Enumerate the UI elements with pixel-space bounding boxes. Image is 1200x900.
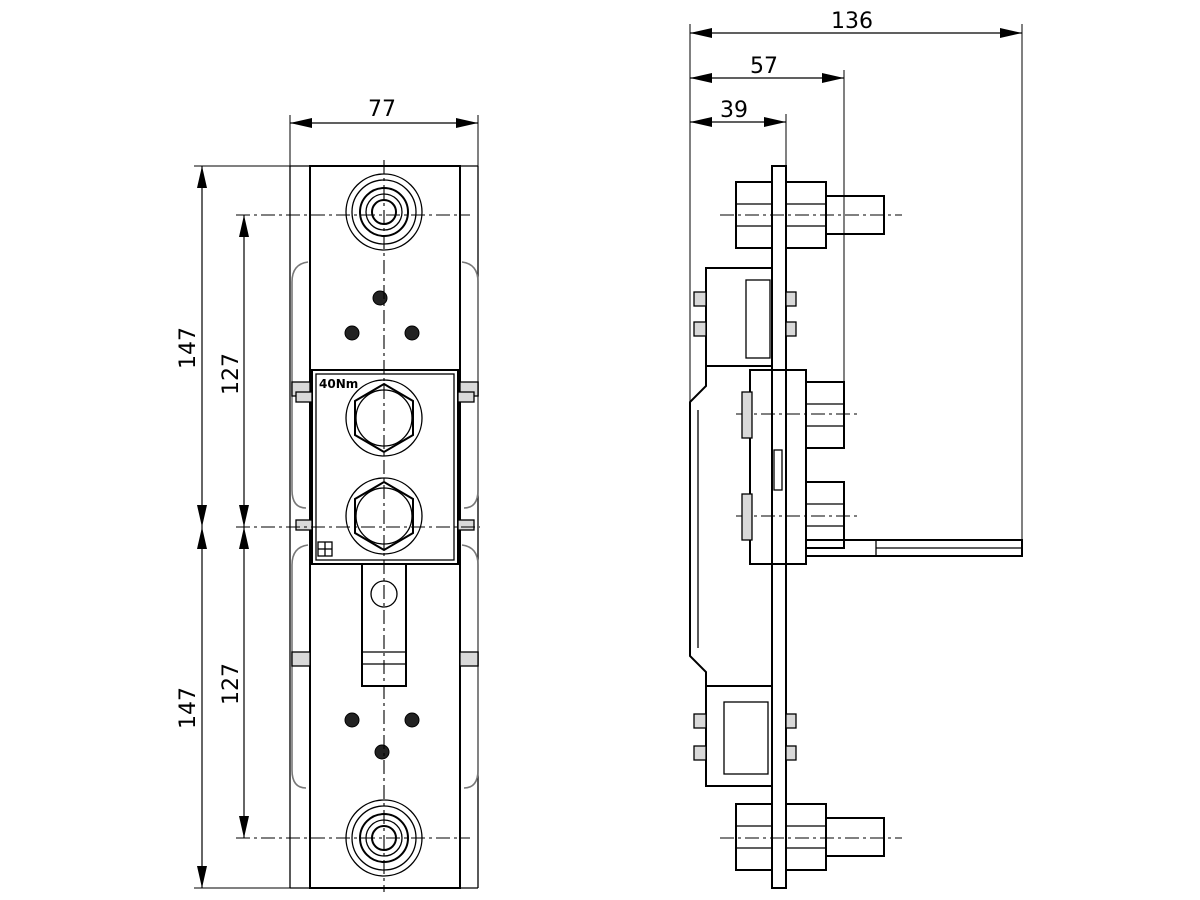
side-lower-bracket xyxy=(693,685,797,787)
svg-text:127: 127 xyxy=(219,353,244,395)
dim-side-mid: 57 xyxy=(690,54,845,382)
lower-bolt-bottom xyxy=(374,744,390,760)
svg-text:39: 39 xyxy=(720,98,748,123)
lower-bolt-right xyxy=(404,712,420,728)
side-lower-stud xyxy=(720,803,902,871)
svg-text:127: 127 xyxy=(219,663,244,705)
upper-bolt-left xyxy=(344,325,360,341)
svg-text:136: 136 xyxy=(831,9,873,34)
upper-bolt-top xyxy=(372,290,388,306)
dim-front-pitch-lower: 127 xyxy=(219,527,249,838)
side-handle xyxy=(805,539,1023,557)
lower-left-clip xyxy=(291,544,309,789)
dim-front-width: 77 xyxy=(289,97,479,166)
dim-front-height-upper: 147 xyxy=(176,165,310,527)
side-view: 136 57 39 xyxy=(689,9,1023,889)
side-main-plate xyxy=(771,165,787,889)
dim-side-total: 136 xyxy=(689,9,1023,540)
svg-text:147: 147 xyxy=(176,327,201,369)
side-upper-stud xyxy=(720,181,902,249)
side-upper-bracket xyxy=(693,267,797,367)
dim-front-pitch-upper: 127 xyxy=(219,215,249,527)
svg-text:147: 147 xyxy=(176,687,201,729)
dim-side-plate: 39 xyxy=(690,98,787,166)
lower-right-clip xyxy=(461,544,479,789)
upper-bolt-right xyxy=(404,325,420,341)
torque-label: 40Nm xyxy=(319,377,358,391)
front-view: 40Nm 77 xyxy=(176,97,480,892)
side-rail xyxy=(689,366,707,686)
marking-symbol xyxy=(317,541,333,557)
dim-front-height-lower: 147 xyxy=(176,527,310,889)
svg-text:77: 77 xyxy=(368,97,396,122)
svg-text:57: 57 xyxy=(750,54,778,79)
lower-bolt-left xyxy=(344,712,360,728)
central-module xyxy=(311,369,459,565)
side-module xyxy=(736,369,860,565)
